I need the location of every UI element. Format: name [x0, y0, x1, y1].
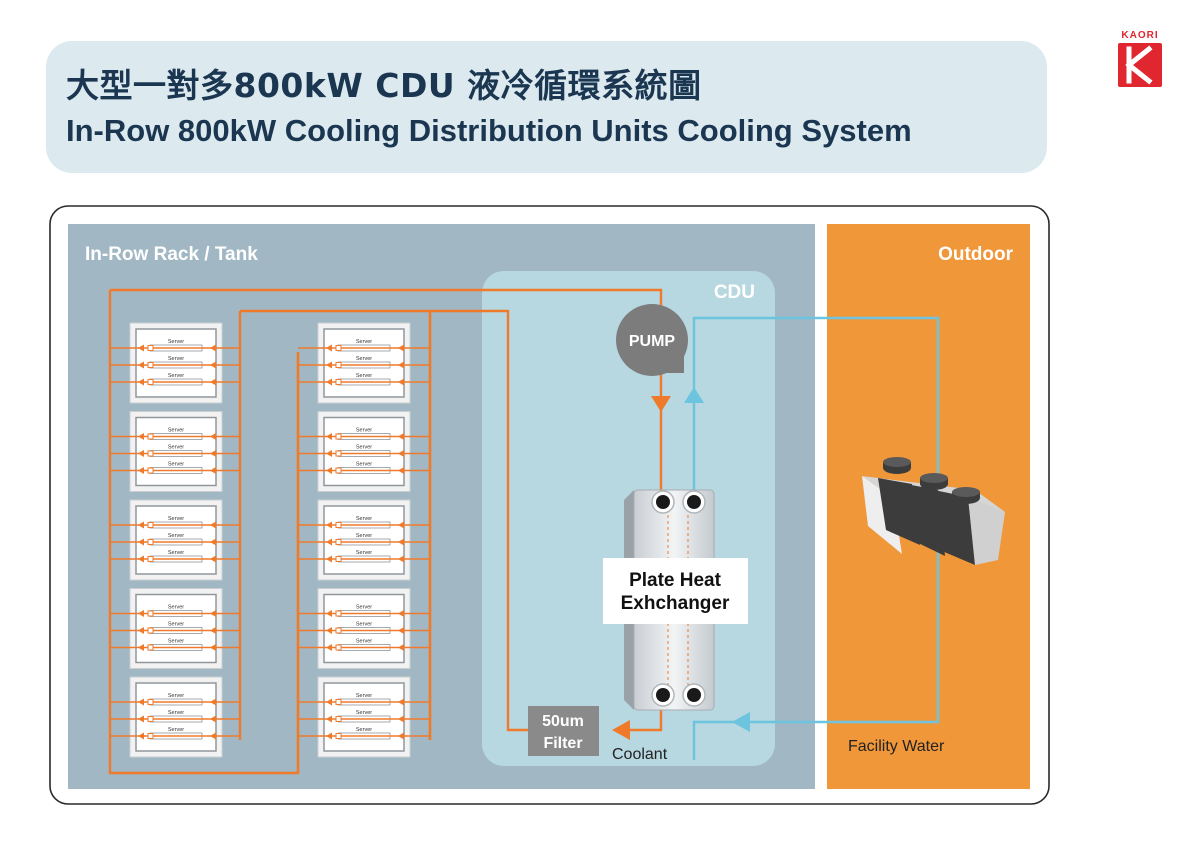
server-label: Server: [356, 639, 372, 645]
server-label: Server: [356, 550, 372, 556]
dry-cooler-icon: [862, 457, 1005, 565]
facility-water-label: Facility Water: [848, 738, 945, 755]
server-label: Server: [356, 693, 372, 699]
coolant-label: Coolant: [612, 746, 668, 763]
server-label: Server: [356, 373, 372, 379]
server-label: Server: [356, 445, 372, 451]
server-label: Server: [168, 339, 184, 345]
title-banner: 大型一對多800kW CDU 液冷循環系統圖 In-Row 800kW Cool…: [46, 41, 1047, 173]
filter-label-2: Filter: [543, 735, 582, 752]
page-title-english: In-Row 800kW Cooling Distribution Units …: [66, 113, 912, 148]
coolant-pipes: [108, 288, 663, 775]
server-label: Server: [356, 462, 372, 468]
server-label: Server: [168, 550, 184, 556]
logo-text: KAORI: [1121, 30, 1159, 41]
kaori-logo: KAORI: [1116, 30, 1164, 88]
plate-heat-exchanger: Plate Heat Exhchanger: [603, 489, 748, 711]
server-label: Server: [168, 462, 184, 468]
server-label: Server: [168, 622, 184, 628]
server-label: Server: [168, 605, 184, 611]
server-label: Server: [356, 516, 372, 522]
server-label: Server: [168, 373, 184, 379]
server-label: Server: [356, 428, 372, 434]
server-label: Server: [356, 727, 372, 733]
server-label: Server: [356, 622, 372, 628]
coolant-arrow-down: [651, 396, 671, 412]
zone-cdu-label: CDU: [714, 282, 755, 303]
coolant-arrow-left: [612, 720, 630, 740]
server-label: Server: [168, 710, 184, 716]
page-title-chinese: 大型一對多800kW CDU 液冷循環系統圖: [66, 66, 702, 105]
server-label: Server: [168, 533, 184, 539]
kaori-k-logo-icon: [1118, 43, 1162, 87]
facility-water-arrow-left: [732, 712, 750, 732]
filter: 50um Filter: [528, 706, 599, 756]
server-label: Server: [168, 727, 184, 733]
server-label: Server: [356, 710, 372, 716]
pump-label: PUMP: [629, 333, 676, 350]
server-label: Server: [168, 428, 184, 434]
facility-water-arrow-up: [684, 387, 704, 403]
heat-exchanger-label-1: Plate Heat: [629, 570, 722, 591]
pump: PUMP: [616, 304, 688, 376]
server-label: Server: [168, 516, 184, 522]
server-label: Server: [168, 693, 184, 699]
server-label: Server: [356, 339, 372, 345]
zone-rack-label: In-Row Rack / Tank: [85, 244, 258, 265]
server-label: Server: [168, 639, 184, 645]
server-label: Server: [356, 605, 372, 611]
server-label: Server: [356, 533, 372, 539]
server-label: Server: [168, 356, 184, 362]
heat-exchanger-label-2: Exhchanger: [621, 593, 730, 614]
server-racks: ServerServerServerServerServerServerServ…: [129, 322, 411, 758]
server-label: Server: [356, 356, 372, 362]
server-label: Server: [168, 445, 184, 451]
filter-label-1: 50um: [542, 713, 584, 730]
zone-outdoor-label: Outdoor: [938, 244, 1014, 265]
